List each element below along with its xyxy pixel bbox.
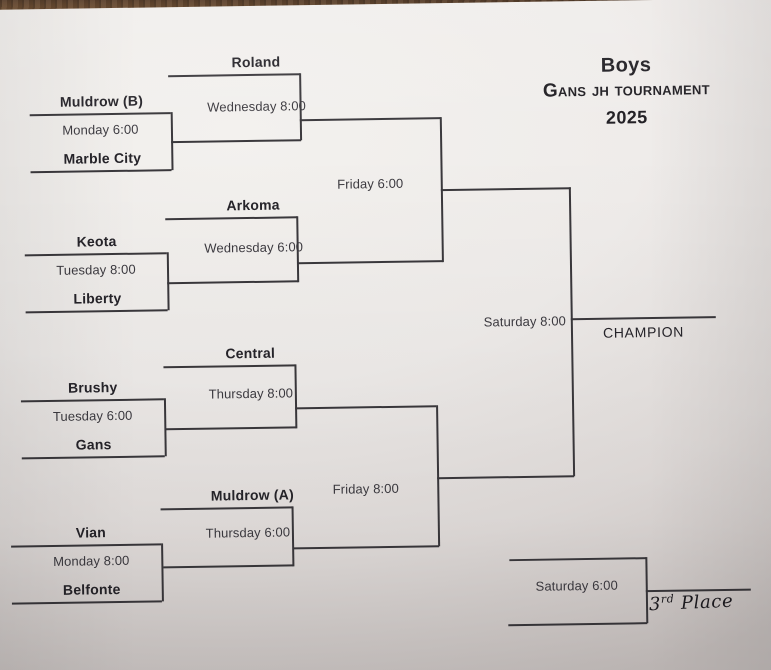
r1-g2-bottom-line: [25, 309, 168, 314]
third-place-time: Saturday 6:00: [535, 577, 618, 594]
title-line-division: Boys: [600, 54, 652, 77]
r2-g2-team: Arkoma: [226, 196, 280, 214]
title-line-tournament: Gans JH Tournament: [542, 78, 711, 102]
champion-label: CHAMPION: [602, 323, 685, 341]
sf-top-upper-line: [299, 117, 441, 122]
r1-g2-bottom-team: Liberty: [73, 289, 122, 307]
r1-g2-time: Tuesday 8:00: [56, 261, 136, 278]
r1-g3-time: Tuesday 6:00: [52, 407, 133, 424]
r1-g2-top-team: Keota: [76, 232, 117, 250]
final-upper-line: [440, 187, 571, 192]
r1-g4-top-line: [11, 543, 162, 548]
r1-g3-top-line: [20, 398, 164, 403]
r1-g1-time: Monday 6:00: [62, 121, 139, 138]
r1-g1-top-line: [29, 112, 171, 117]
r2-g3-time: Thursday 8:00: [208, 385, 294, 402]
sf-bottom-upper-line: [295, 405, 437, 410]
sf-bottom-lower-line: [293, 545, 440, 550]
r1-g4-time: Monday 8:00: [53, 552, 130, 569]
third-place-lower-line: [508, 622, 648, 627]
title-line-year: 2025: [605, 107, 648, 128]
sf-top-lower-line: [297, 260, 443, 265]
r1-g1-bottom-team: Marble City: [63, 149, 142, 167]
r1-g4-connector: [161, 543, 164, 602]
sf-top-time: Friday 6:00: [337, 175, 404, 192]
sf-bottom-time: Friday 8:00: [332, 480, 399, 497]
r2-g2-time: Wednesday 6:00: [204, 239, 304, 256]
r2-g1-top-line: [168, 73, 301, 78]
third-place-upper-line: [509, 557, 647, 562]
r1-g3-bottom-line: [21, 455, 165, 460]
r2-g4-connector: [291, 506, 295, 567]
r2-g4-bottom-line: [163, 564, 294, 569]
third-place-label: 3rd Place: [649, 590, 734, 616]
r1-g4-bottom-line: [11, 600, 162, 605]
tournament-title: Boys Gans JH Tournament 2025: [501, 53, 752, 131]
r1-g4-top-team: Vian: [75, 524, 107, 541]
final-time: Saturday 8:00: [483, 313, 567, 330]
r2-g3-bottom-line: [165, 426, 297, 431]
r2-g1-time: Wednesday 8:00: [207, 98, 307, 115]
r1-g1-top-team: Muldrow (B): [59, 92, 144, 110]
r2-g3-team: Central: [225, 344, 276, 362]
r2-g4-top-line: [160, 506, 293, 511]
third-place-label-ordinal: rd: [660, 592, 675, 606]
sf-bottom-connector: [436, 405, 441, 547]
r1-g2-top-line: [24, 252, 167, 257]
r2-g3-top-line: [163, 364, 296, 369]
r1-g3-bottom-team: Gans: [75, 436, 112, 453]
r2-g4-time: Thursday 6:00: [205, 524, 291, 541]
final-connector: [568, 187, 576, 477]
r2-g1-team: Roland: [231, 53, 281, 71]
final-lower-line: [437, 475, 575, 480]
r2-g1-bottom-line: [171, 139, 302, 144]
third-place-label-word: Place: [680, 590, 734, 614]
r2-g2-top-line: [165, 216, 298, 221]
r1-g1-bottom-line: [30, 169, 172, 174]
r1-g3-top-team: Brushy: [67, 378, 118, 396]
third-place-label-number: 3: [648, 593, 662, 616]
r1-g4-bottom-team: Belfonte: [62, 580, 121, 598]
r2-g2-bottom-line: [167, 280, 299, 285]
